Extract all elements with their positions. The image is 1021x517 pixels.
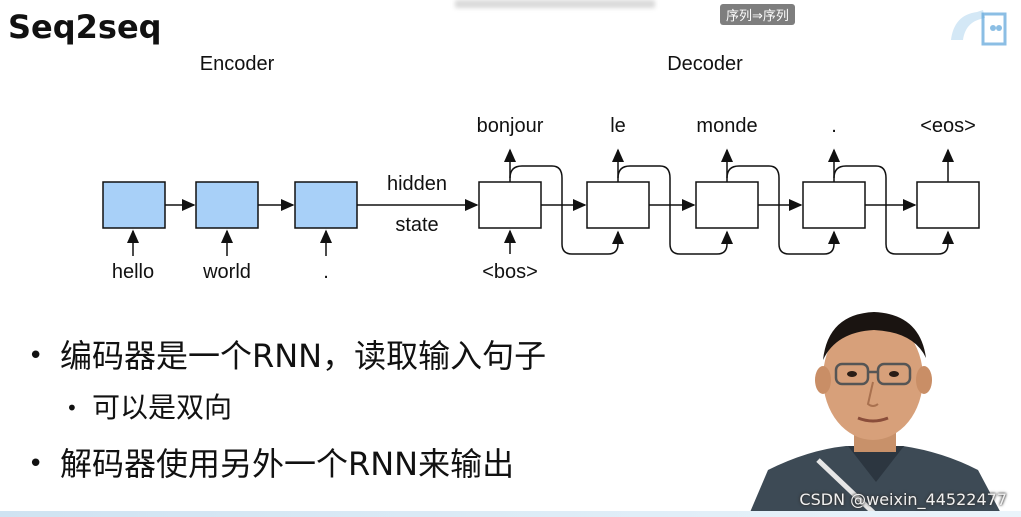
hidden-label: hidden: [387, 173, 447, 195]
slide-title: Seq2seq: [8, 8, 162, 46]
encoder-box-1: [102, 181, 166, 229]
encoder-input-hello: hello: [112, 261, 154, 283]
decoder-box-5: [916, 181, 980, 229]
bullet-dot-icon: •: [28, 449, 44, 479]
video-caption-badge: 序列⇒序列: [720, 4, 795, 25]
encoder-input-dot: .: [323, 261, 329, 283]
decoder-label: Decoder: [667, 53, 743, 75]
decoder-box-3: [695, 181, 759, 229]
bullet-dot-icon: •: [66, 396, 78, 420]
bullet-dot-icon: •: [28, 341, 44, 371]
top-overlay-text-blur: [455, 0, 655, 8]
sub-bullet-item: • 可以是双向: [28, 388, 748, 428]
decoder-box-1: [478, 181, 542, 229]
bottom-progress-decoration: [0, 511, 1021, 517]
decoder-output-bonjour: bonjour: [477, 115, 544, 137]
bullet-text: 解码器使用另外一个RNN来输出: [60, 445, 515, 483]
state-label: state: [395, 214, 438, 236]
csdn-watermark: CSDN @weixin_44522477: [799, 490, 1007, 509]
encoder-label: Encoder: [200, 53, 275, 75]
decoder-output-monde: monde: [696, 115, 757, 137]
decoder-output-dot: .: [831, 115, 837, 137]
encoder-input-world: world: [202, 261, 251, 283]
bilibili-logo-icon: [951, 10, 1007, 46]
bullet-text: 可以是双向: [92, 391, 233, 424]
decoder-output-eos: <eos>: [920, 115, 976, 137]
decoder-box-2: [586, 181, 650, 229]
decoder-output-le: le: [610, 115, 626, 137]
encoder-box-2: [195, 181, 259, 229]
bullet-item: • 解码器使用另外一个RNN来输出: [28, 444, 748, 484]
decoder-box-4: [802, 181, 866, 229]
bullet-list: • 编码器是一个RNN，读取输入句子 • 可以是双向 • 解码器使用另外一个RN…: [28, 336, 748, 484]
seq2seq-diagram: Encoder Decoder hidden state hello world…: [102, 53, 980, 283]
presenter-video-image: [748, 312, 1003, 517]
bullet-item: • 编码器是一个RNN，读取输入句子: [28, 336, 748, 376]
encoder-box-3: [294, 181, 358, 229]
bullet-text: 编码器是一个RNN，读取输入句子: [60, 337, 547, 375]
decoder-input-bos: <bos>: [482, 261, 538, 283]
